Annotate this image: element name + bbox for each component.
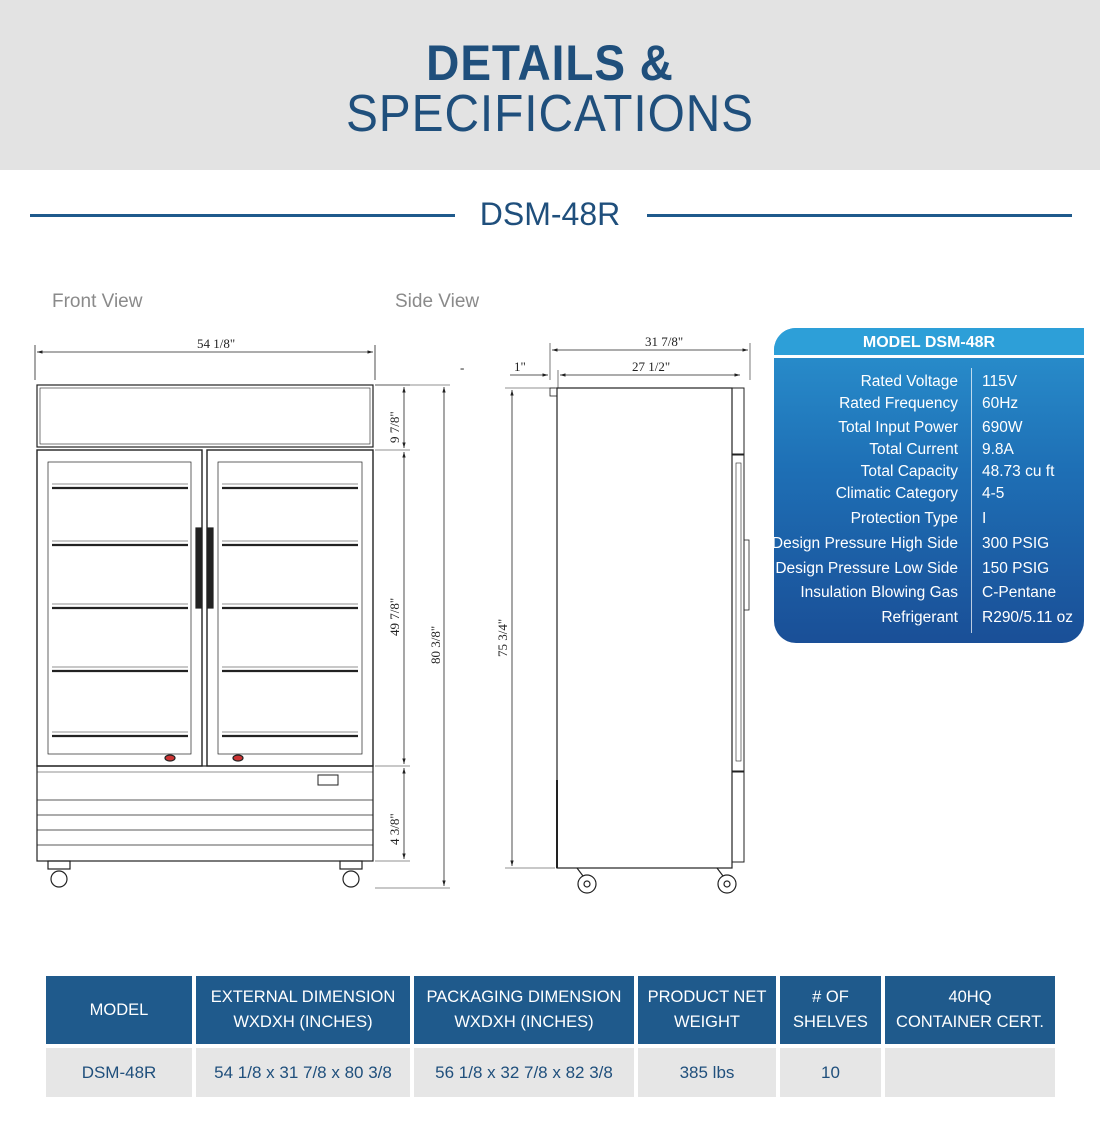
spec-row: Total Capacity 48.73 cu ft: [774, 463, 1084, 485]
dim-side-body-depth: 27 1/2": [632, 359, 670, 374]
table-cell-packaging-dimension: 56 1/8 x 32 7/8 x 82 3/8: [414, 1048, 634, 1097]
spec-value: 300 PSIG: [982, 535, 1050, 552]
table-header-net-weight: PRODUCT NET WEIGHT: [638, 976, 776, 1044]
spec-value: 690W: [982, 419, 1023, 436]
table-header-text: WXDXH (INCHES): [233, 1013, 373, 1031]
spec-label: Climatic Category: [835, 485, 958, 502]
spec-value: 4-5: [982, 485, 1005, 502]
heading-rule-left: [30, 214, 455, 217]
dim-front-width: 54 1/8": [197, 336, 235, 351]
table-header-text: WXDXH (INCHES): [454, 1013, 594, 1031]
spec-card: MODEL DSM-48R Rated Voltage 115V Rated F…: [774, 328, 1084, 643]
spec-label: Insulation Blowing Gas: [800, 584, 958, 601]
table-header-text: SHELVES: [793, 1013, 868, 1031]
dim-dash: -: [460, 360, 464, 375]
spec-row: Rated Frequency 60Hz: [774, 395, 1084, 417]
spec-divider: [971, 368, 972, 633]
heading-rule-right: [647, 214, 1072, 217]
spec-row: Insulation Blowing Gas C-Pentane: [774, 584, 1084, 606]
page-title-line2: SPECIFICATIONS: [345, 85, 755, 143]
spec-row: Rated Voltage 115V: [774, 373, 1084, 395]
spec-label: Total Input Power: [838, 419, 958, 436]
spec-label: Design Pressure Low Side: [775, 560, 958, 577]
spec-label: Design Pressure High Side: [774, 535, 958, 552]
table-header-text: MODEL: [89, 1000, 149, 1019]
spec-row: Climatic Category 4-5: [774, 485, 1084, 507]
table-header-text: # OF: [812, 988, 849, 1006]
table-header-text: EXTERNAL DIMENSION: [210, 988, 396, 1006]
spec-value: I: [982, 510, 987, 527]
technical-drawing: 54 1/8" 9 7/8" 49 7/8" 80 3/8" 4 3/8" 31…: [34, 334, 751, 894]
spec-row: Total Current 9.8A: [774, 441, 1084, 463]
dim-total-height: 80 3/8": [428, 626, 443, 664]
table-cell-external-dimension: 54 1/8 x 31 7/8 x 80 3/8: [196, 1048, 410, 1097]
spec-label: Total Current: [869, 441, 958, 458]
spec-value: C-Pentane: [982, 584, 1057, 601]
table-header-model: MODEL: [46, 976, 192, 1044]
dim-side-height: 75 3/4": [495, 619, 510, 657]
table-cell-shelves: 10: [780, 1048, 881, 1097]
spec-value: R290/5.11 oz: [982, 609, 1074, 626]
dim-door-height: 49 7/8": [387, 598, 402, 636]
spec-label: Refrigerant: [881, 609, 958, 626]
spec-row: Total Input Power 690W: [774, 419, 1084, 441]
spec-label: Rated Voltage: [860, 373, 958, 390]
spec-card-title: MODEL DSM-48R: [774, 328, 1084, 358]
model-heading: DSM-48R: [479, 196, 621, 232]
front-view-label: Front View: [52, 291, 143, 312]
dim-side-depth: 31 7/8": [645, 334, 683, 349]
table-header-text: PRODUCT NET: [647, 988, 767, 1006]
table-header-container-cert: 40HQ CONTAINER CERT.: [885, 976, 1055, 1044]
table-cell-model: DSM-48R: [46, 1048, 192, 1097]
page-title-line1: DETAILS &: [426, 35, 674, 91]
spec-value: 60Hz: [982, 395, 1019, 412]
spec-value: 9.8A: [982, 441, 1014, 458]
side-view-label: Side View: [395, 291, 480, 312]
dim-base-height: 4 3/8": [387, 813, 402, 845]
table-header-packaging-dimension: PACKAGING DIMENSION WXDXH (INCHES): [414, 976, 634, 1044]
spec-row: Design Pressure Low Side 150 PSIG: [774, 560, 1084, 582]
dim-top-height: 9 7/8": [387, 411, 402, 443]
header-band: [0, 0, 1100, 170]
table-header-text: WEIGHT: [674, 1013, 740, 1031]
table-header-text: PACKAGING DIMENSION: [426, 988, 622, 1006]
side-view-drawing: [505, 343, 751, 894]
dim-side-offset: 1": [514, 359, 526, 374]
spec-row: Design Pressure High Side 300 PSIG: [774, 535, 1084, 557]
spec-label: Protection Type: [850, 510, 958, 527]
spec-row: Refrigerant R290/5.11 oz: [774, 609, 1084, 631]
table-cell-net-weight: 385 lbs: [638, 1048, 776, 1097]
front-view-drawing: [34, 345, 450, 889]
table-header-external-dimension: EXTERNAL DIMENSION WXDXH (INCHES): [196, 976, 410, 1044]
spec-row: Protection Type I: [774, 510, 1084, 532]
table-header-text: CONTAINER CERT.: [896, 1013, 1044, 1031]
spec-value: 48.73 cu ft: [982, 463, 1055, 480]
table-header-shelves: # OF SHELVES: [780, 976, 881, 1044]
table-header-text: 40HQ: [948, 988, 992, 1006]
table-cell-container-cert: [885, 1048, 1055, 1097]
spec-value: 115V: [982, 373, 1018, 390]
spec-value: 150 PSIG: [982, 560, 1050, 577]
spec-label: Rated Frequency: [839, 395, 958, 412]
spec-label: Total Capacity: [860, 463, 958, 480]
